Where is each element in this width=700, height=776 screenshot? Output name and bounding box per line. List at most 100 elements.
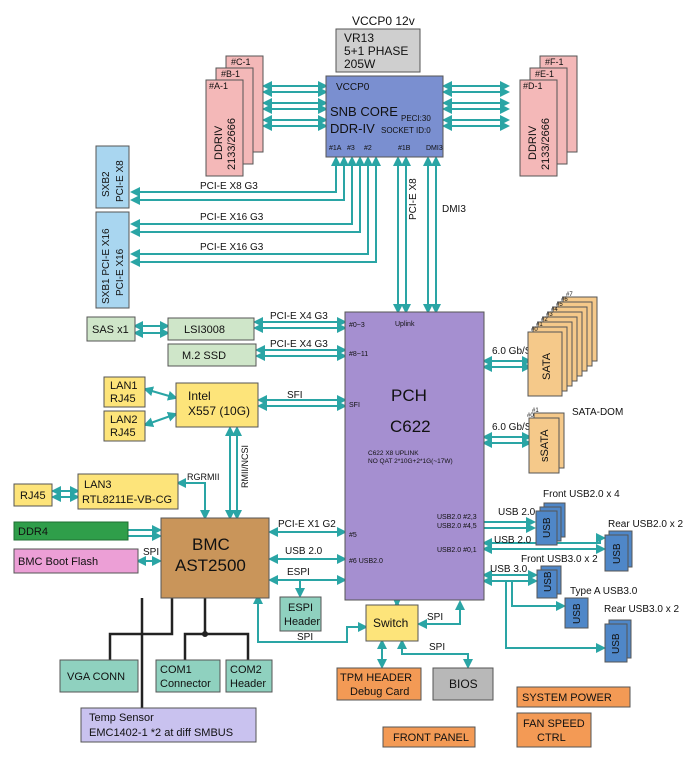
dimm-right-links [442, 81, 510, 131]
com2-line2: Header [230, 678, 266, 690]
sxb2-slot: SXB2 PCI-E X8 [95, 145, 130, 209]
cpu-socket: SOCKET ID:0 [381, 126, 431, 135]
dimm-left-b-label: #B-1 [221, 69, 240, 79]
tpm-line2: Debug Card [350, 686, 409, 698]
dimm-left-c-label: #C-1 [231, 57, 251, 67]
usb-front30-text: USB [543, 571, 554, 592]
dimm-right-type: DDRIV [527, 125, 539, 160]
rj45-label: RJ45 [20, 490, 46, 502]
sxb1-line2: PCI-E X16 [115, 248, 126, 296]
usb-front30-label: Front USB3.0 x 2 [521, 554, 598, 565]
lsi-box [167, 317, 255, 341]
system-power-label: SYSTEM POWER [522, 692, 612, 704]
cpu-port-1a: #1A [329, 145, 342, 152]
usb-typea-label: Type A USB3.0 [570, 586, 638, 597]
usb-rear30-stack: USB [604, 619, 632, 663]
fan-speed-line1: FAN SPEED [523, 718, 585, 730]
lan3-line2: RTL8211E-VB-CG [82, 494, 172, 506]
sata-port-6: #6 [561, 297, 568, 303]
pch-title: PCH [391, 386, 427, 405]
switch-spi-bios: SPI [429, 642, 445, 653]
sfi-link-label: SFI [287, 390, 303, 401]
cpu-port-3: #3 [347, 145, 355, 152]
slot-link-3: PCI-E X16 G3 [200, 242, 264, 253]
dimm-left-links [262, 81, 328, 131]
lsi-label: LSI3008 [184, 324, 225, 336]
sata-port-7: #7 [566, 292, 573, 298]
cpu-block: VCCP0 SNB CORE DDR-IV PECI:30 SOCKET ID:… [325, 75, 444, 158]
dimm-right-e-label: #E-1 [535, 69, 554, 79]
cpu-port-1b: #1B [398, 145, 411, 152]
dimm-right-stack: #F-1 #E-1 #D-1 DDRIV 2133/2666 [519, 55, 578, 177]
uplink-pcie-label: PCI-E X8 [408, 178, 419, 220]
rgmii-label: RGRMII [187, 472, 220, 482]
pch-note1: C622 X8 UPLINK [368, 450, 419, 457]
switch-spi-right: SPI [427, 612, 443, 623]
uplink-dmi-label: DMI3 [442, 204, 466, 215]
vr-line2: 5+1 PHASE [344, 44, 408, 58]
pch-port-sfi: SFI [349, 402, 360, 409]
com2-line1: COM2 [230, 664, 262, 676]
temp-sensor-line2: EMC1402-1 *2 at diff SMBUS [89, 727, 233, 739]
fan-speed-box [516, 712, 592, 748]
sata-label: SATA [541, 352, 553, 380]
bmc-pcie-link-label: PCI-E X1 G2 [278, 519, 336, 530]
tpm-line1: TPM HEADER [340, 672, 412, 684]
dimm-left-type: DDRIV [213, 125, 225, 160]
sxb2-line2: PCI-E X8 [115, 160, 126, 202]
usb-front20-label: Front USB2.0 x 4 [543, 489, 620, 500]
ddr4-label: DDR4 [18, 526, 48, 538]
tpm-box [336, 667, 422, 701]
bmc-line1: BMC [192, 535, 230, 554]
bmc-espi-link-label: ESPI [287, 567, 310, 578]
usb-rear20-label: Rear USB2.0 x 2 [608, 519, 683, 530]
espi-header-box [279, 596, 322, 632]
sxb2-line1: SXB2 [101, 171, 112, 197]
m2-box [167, 343, 257, 367]
ssata-link-label: 6.0 Gb/S [492, 422, 532, 433]
usb-typea-box: USB [564, 597, 589, 629]
sata-port-4: #4 [551, 307, 558, 313]
usb20b-link-label: USB 2.0 [494, 535, 532, 546]
connection-lines [51, 81, 606, 708]
bios-label: BIOS [449, 677, 478, 691]
bmc-boot-flash-box [13, 548, 139, 574]
sata-stack: #7 #6 #5 #4 #3 #2 #1 #0 SATA [527, 292, 598, 397]
vga-conn-box [59, 659, 139, 693]
cpu-pch-uplink [393, 156, 441, 314]
pch-port-8-11: #8~11 [349, 351, 368, 358]
ssata-label: sSATA [539, 429, 551, 462]
sas-box [86, 316, 136, 342]
pch-usb45: USB2.0 #4,5 [437, 523, 477, 530]
sas-label: SAS x1 [92, 324, 129, 336]
temp-sensor-box [80, 707, 257, 743]
sxb1-slot: SXB1 PCI-E X16 PCI-E X16 [95, 211, 130, 309]
pch-port-5: #5 [349, 532, 357, 539]
lan1-line1: LAN1 [110, 380, 138, 392]
usb-rear30-text: USB [611, 633, 622, 654]
ncsi-label: RMII/NCSI [240, 445, 250, 488]
ssata-port-1: #1 [532, 408, 539, 414]
pch-port-0-3: #0~3 [349, 322, 365, 329]
switch-spi-bmc: SPI [297, 632, 313, 643]
sata-port-1: #1 [536, 322, 543, 328]
sata-dom-label: SATA-DOM [572, 407, 623, 418]
cpu-port-2: #2 [364, 145, 372, 152]
usb20a-link-label: USB 2.0 [498, 507, 536, 518]
lan2-box [103, 410, 146, 442]
dimm-left-stack: #C-1 #B-1 #A-1 DDRIV 2133/2666 [205, 55, 264, 177]
system-power-box [516, 686, 631, 708]
com2-box [225, 659, 273, 693]
intel-line2: X557 (10G) [188, 404, 250, 418]
pch-usb01: USB2.0 #0,1 [437, 547, 477, 554]
rj45-box [13, 483, 53, 507]
intel-x557-box [175, 382, 259, 428]
bmc-box [160, 517, 270, 599]
intel-line1: Intel [188, 389, 211, 403]
m2-label: M.2 SSD [182, 350, 226, 362]
cpu-vccp: VCCP0 [336, 82, 370, 93]
cpu-slot-links [130, 156, 381, 267]
slot-link-1: PCI-E X8 G3 [200, 181, 258, 192]
switch-box [365, 604, 419, 642]
